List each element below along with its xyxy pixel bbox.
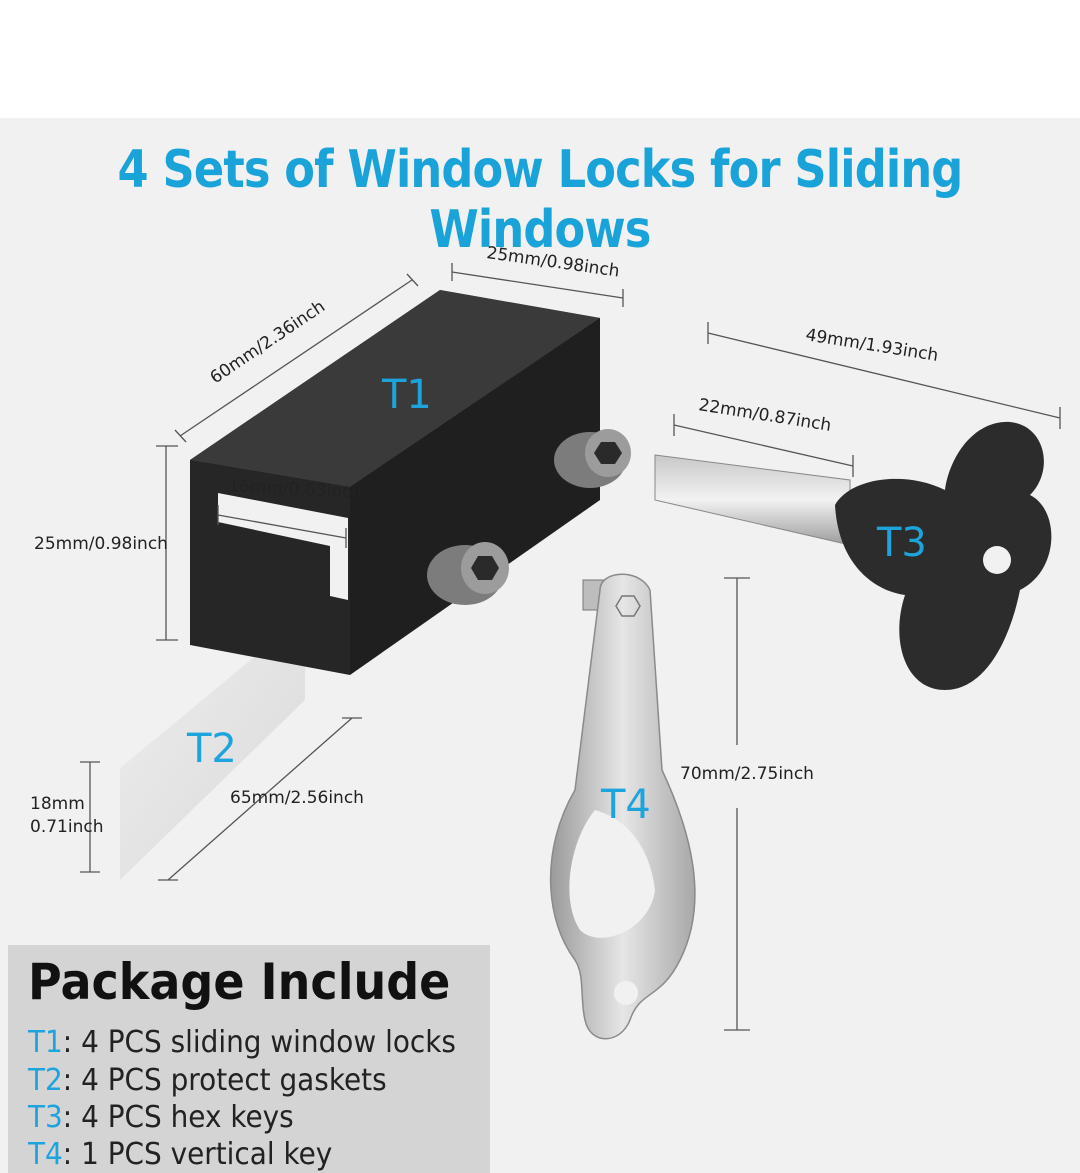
package-item-t1: T1: 4 PCS sliding window locks [28,1025,456,1060]
t3-tag: T3 [876,520,927,566]
t3-hex-key [654,421,1052,690]
package-include-box: Package Include T1: 4 PCS sliding window… [8,945,490,1173]
package-item-code: T4 [28,1137,63,1172]
t4-length-label: 70mm/2.75inch [680,764,814,784]
package-item-code: T3 [28,1100,63,1135]
t2-thickness-label-1: 18mm [30,794,85,814]
t1-screw-front [427,542,509,605]
package-item-t4: T4: 1 PCS vertical key [28,1137,332,1172]
page-title: 4 Sets of Window Locks for Sliding Windo… [117,140,964,260]
t1-screw-back [554,429,631,488]
t2-gasket [120,615,305,880]
package-item-text: 4 PCS hex keys [81,1100,294,1135]
t1-window-lock [190,290,631,675]
package-item-code: T2 [28,1063,63,1098]
t3-shaft-length-label: 22mm/0.87inch [697,395,832,436]
package-heading: Package Include [28,953,451,1011]
t1-length-label: 60mm/2.36inch [207,297,329,388]
package-item-t2: T2: 4 PCS protect gaskets [28,1063,387,1098]
package-item-text: 1 PCS vertical key [81,1137,333,1172]
t4-tag: T4 [600,782,651,828]
package-item-text: 4 PCS protect gaskets [81,1063,387,1098]
t1-height-label: 25mm/0.98inch [34,534,168,554]
package-item-t3: T3: 4 PCS hex keys [28,1100,294,1135]
t3-total-length-label: 49mm/1.93inch [804,325,939,366]
t2-thickness-label-2: 0.71inch [30,817,103,837]
package-item-separator: : [62,1100,73,1135]
t1-top-width-label: 25mm/0.98inch [485,243,620,281]
package-item-separator: : [62,1025,73,1060]
dimension-lines [80,263,1061,1031]
t4-vertical-key [549,573,696,1040]
t1-tag: T1 [381,372,432,418]
package-item-text: 4 PCS sliding window locks [81,1025,456,1060]
t2-length-label: 65mm/2.56inch [230,788,364,808]
package-item-separator: : [62,1137,73,1172]
package-item-separator: : [62,1063,73,1098]
t2-tag: T2 [186,726,237,772]
package-item-code: T1 [28,1025,63,1060]
